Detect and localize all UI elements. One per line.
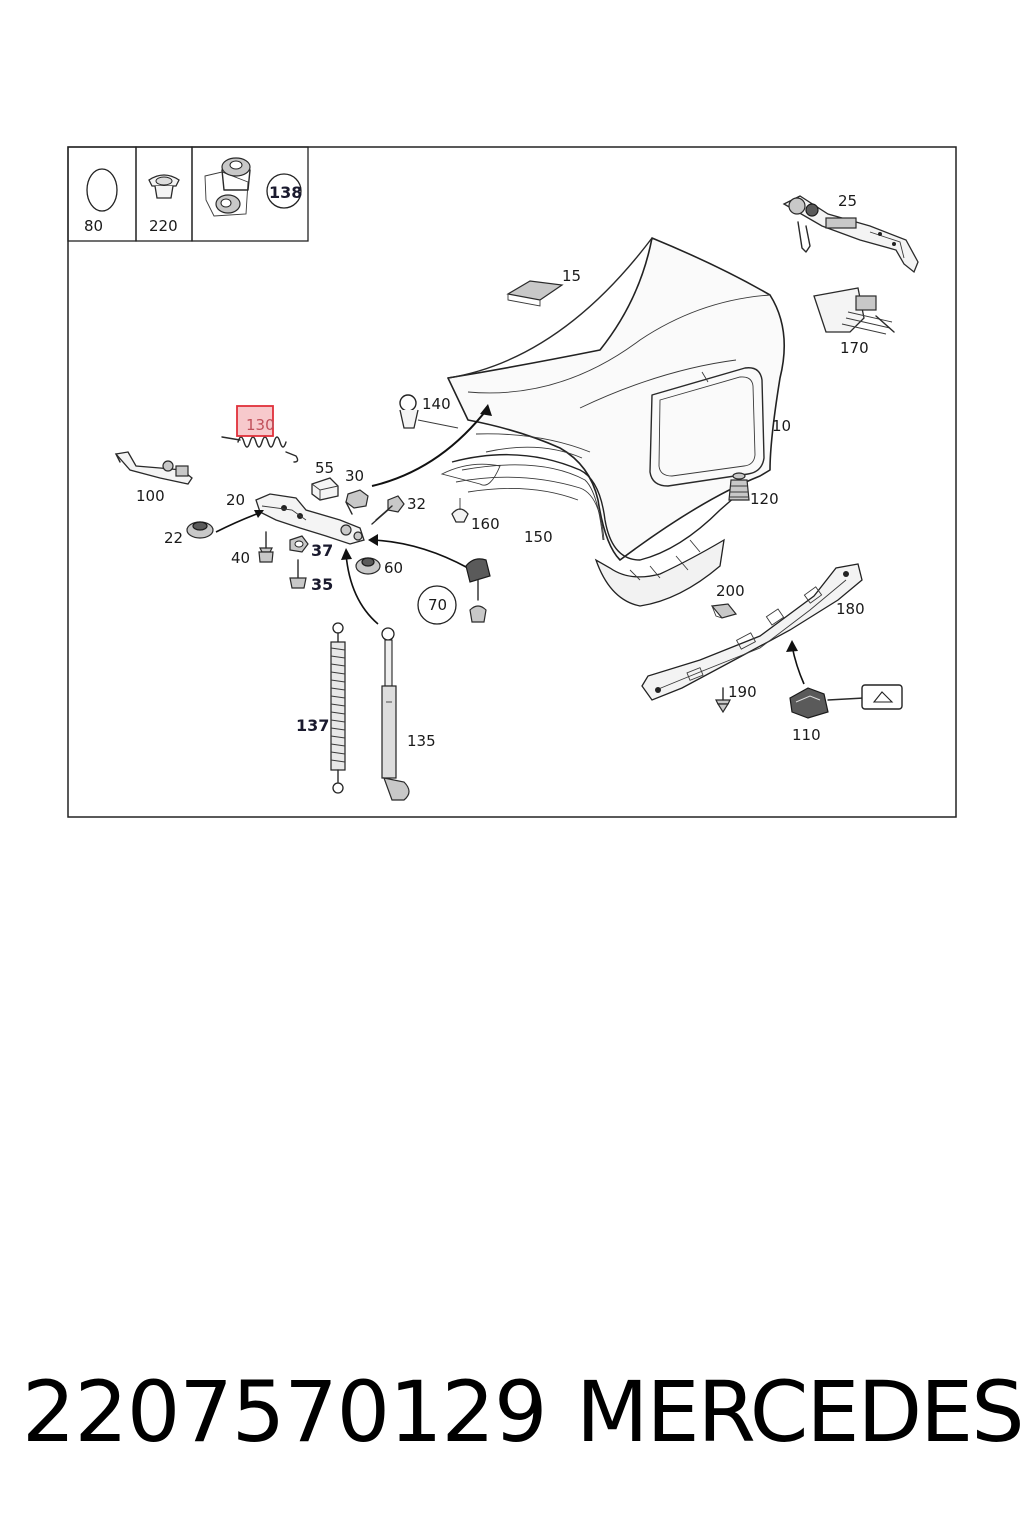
callout-110: 110 [792, 726, 821, 744]
nut-22 [186, 521, 214, 539]
callout-22: 22 [164, 529, 183, 547]
callout-150: 150 [524, 528, 553, 546]
o-ring-icon [86, 168, 118, 212]
bumper-cup-icon [204, 157, 302, 217]
lock-actuator-170 [813, 287, 895, 335]
block-55 [311, 477, 339, 501]
inset-label-138: 138 [269, 183, 302, 202]
callout-70: 70 [428, 596, 447, 614]
callout-40: 40 [231, 549, 250, 567]
bolt-30 [345, 489, 369, 515]
callout-100: 100 [136, 487, 165, 505]
cover-plate-180 [641, 563, 863, 701]
callout-200: 200 [716, 582, 745, 600]
nut-37 [289, 535, 309, 553]
bolt-35 [289, 559, 307, 589]
callout-55: 55 [315, 459, 334, 477]
callout-32: 32 [407, 495, 426, 513]
switch-110 [789, 684, 903, 719]
callout-170: 170 [840, 339, 869, 357]
callout-135: 135 [407, 732, 436, 750]
inset-label-80: 80 [84, 217, 103, 235]
callout-25: 25 [838, 192, 857, 210]
spring-137 [330, 622, 346, 794]
callout-20: 20 [226, 491, 245, 509]
hinge-20 [255, 493, 365, 545]
linkage-100 [114, 451, 193, 485]
lock-assembly-25 [782, 195, 919, 274]
bushing-60 [355, 557, 381, 575]
callout-137: 137 [296, 716, 329, 735]
spring-130 [221, 436, 299, 463]
callout-120: 120 [750, 490, 779, 508]
clip-200 [710, 603, 738, 619]
arrow-30-to-lid [371, 407, 489, 487]
ball-stud-70 [417, 558, 491, 625]
inset-panel: 80 220 138 [67, 146, 309, 242]
callout-190: 190 [728, 683, 757, 701]
callout-140: 140 [422, 395, 451, 413]
callout-35: 35 [311, 575, 333, 594]
plug-icon [148, 174, 180, 199]
callout-37: 37 [311, 541, 333, 560]
bolt-40 [258, 531, 274, 563]
callout-10: 10 [772, 417, 791, 435]
arrow-70-to-hinge [371, 539, 469, 569]
gas-strut-135 [381, 627, 410, 801]
clip-140 [399, 394, 459, 429]
diagram-frame [67, 146, 957, 818]
trunk-lid [440, 237, 785, 607]
seal-150 [455, 476, 605, 541]
screw-190 [715, 687, 731, 714]
inset-label-220: 220 [149, 217, 178, 235]
rubber-bumper-120 [728, 472, 750, 501]
callout-160: 160 [471, 515, 500, 533]
callout-130: 130 [246, 416, 275, 434]
callout-60: 60 [384, 559, 403, 577]
callout-15: 15 [562, 267, 581, 285]
part-number: 2207570129 [22, 1363, 547, 1461]
highlight-box-130 [236, 405, 274, 437]
clip-160 [451, 498, 469, 523]
arrow-135-to-hinge [345, 553, 379, 625]
callout-30: 30 [345, 467, 364, 485]
brand-name: MERCEDES [576, 1363, 1024, 1461]
callout-180: 180 [836, 600, 865, 618]
bolt-32 [371, 495, 405, 525]
